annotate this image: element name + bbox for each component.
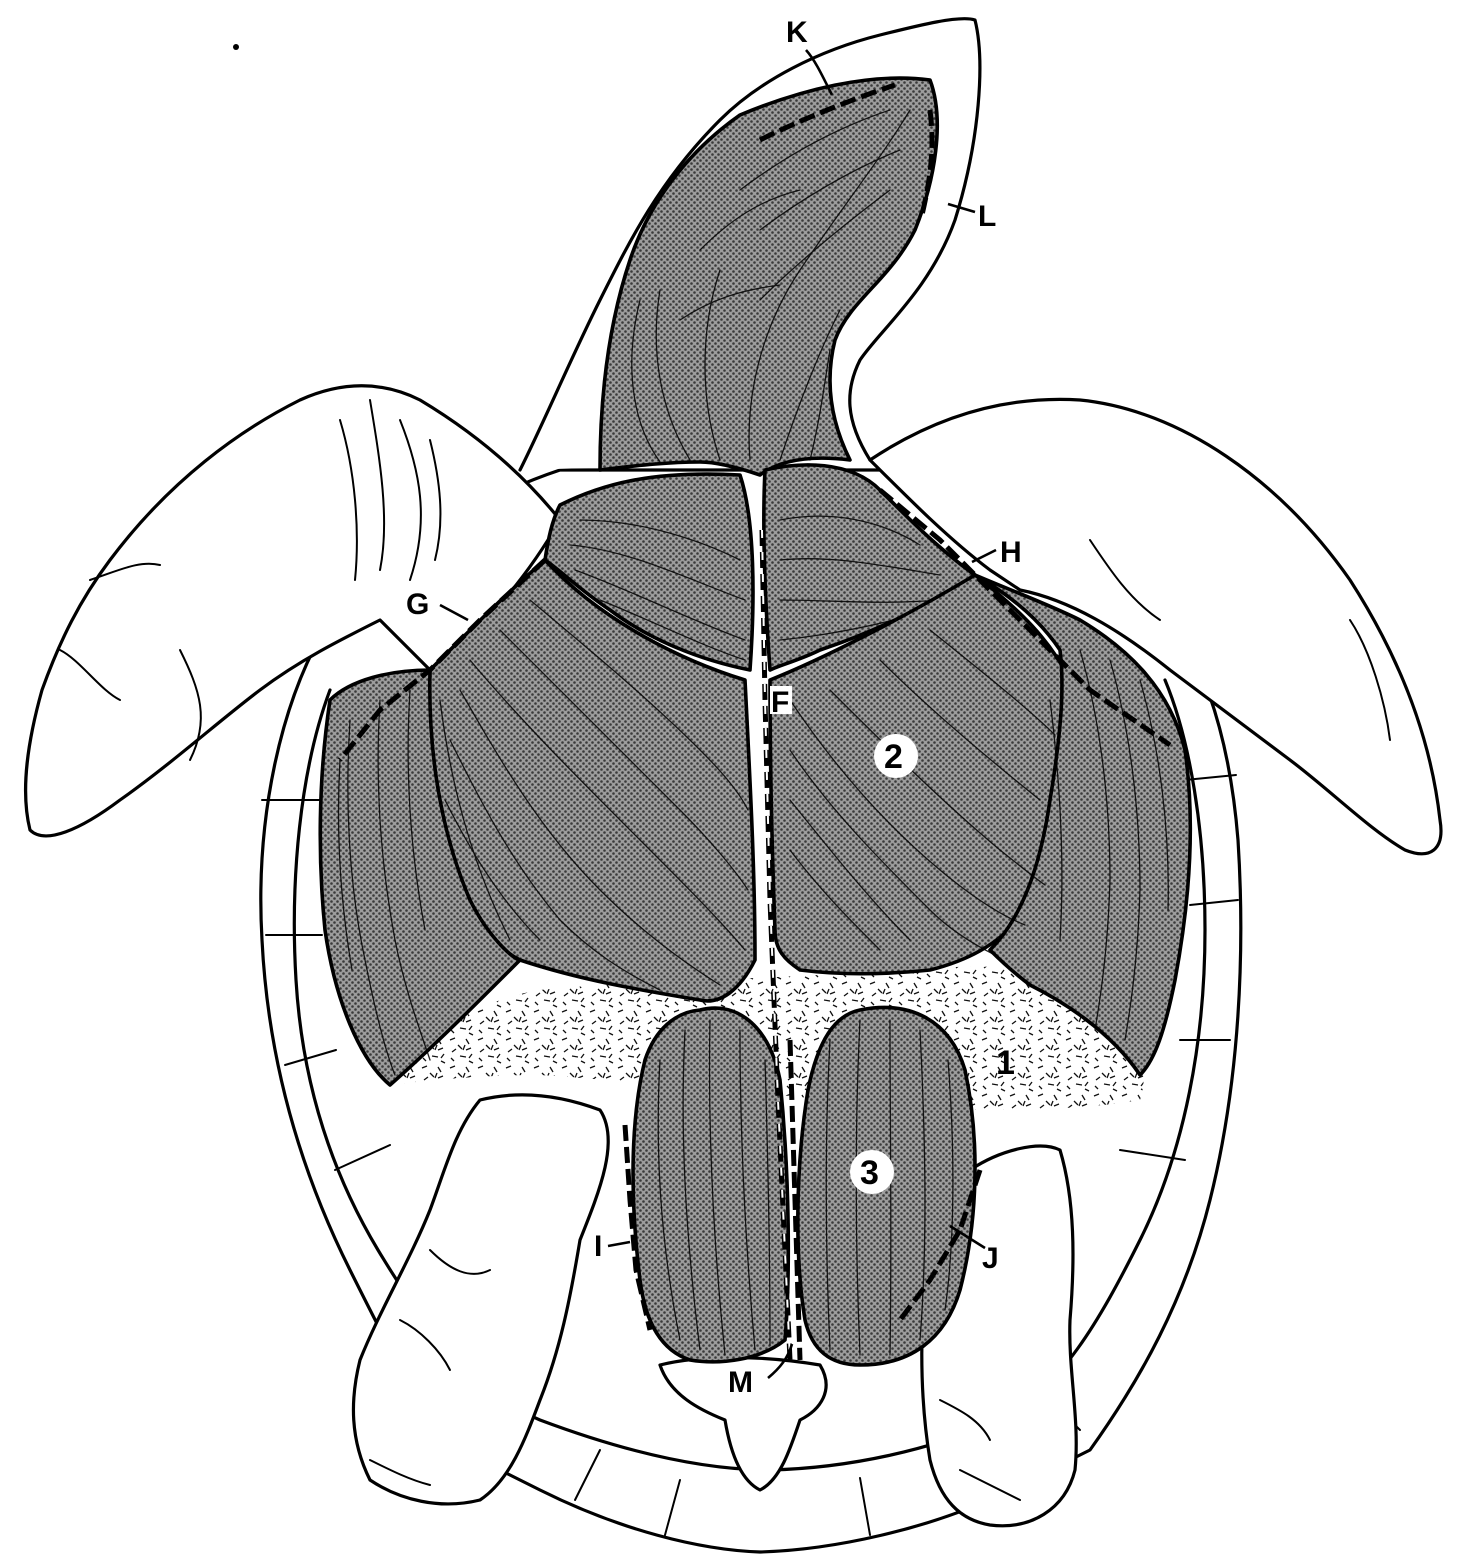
label-region-1: 1 — [996, 1044, 1015, 1082]
svg-text:M: M — [728, 1366, 753, 1399]
svg-text:L: L — [978, 200, 996, 233]
svg-text:G: G — [406, 588, 429, 621]
label-F: F — [770, 686, 792, 719]
svg-text:H: H — [1000, 536, 1022, 569]
svg-text:3: 3 — [860, 1154, 879, 1192]
svg-text:2: 2 — [884, 738, 903, 776]
svg-text:1: 1 — [996, 1044, 1015, 1082]
svg-text:I: I — [594, 1230, 602, 1263]
speck-mark — [233, 44, 239, 50]
label-region-2: 2 — [874, 734, 918, 778]
label-region-3: 3 — [850, 1150, 894, 1194]
svg-text:K: K — [786, 16, 808, 49]
svg-text:F: F — [771, 686, 789, 719]
